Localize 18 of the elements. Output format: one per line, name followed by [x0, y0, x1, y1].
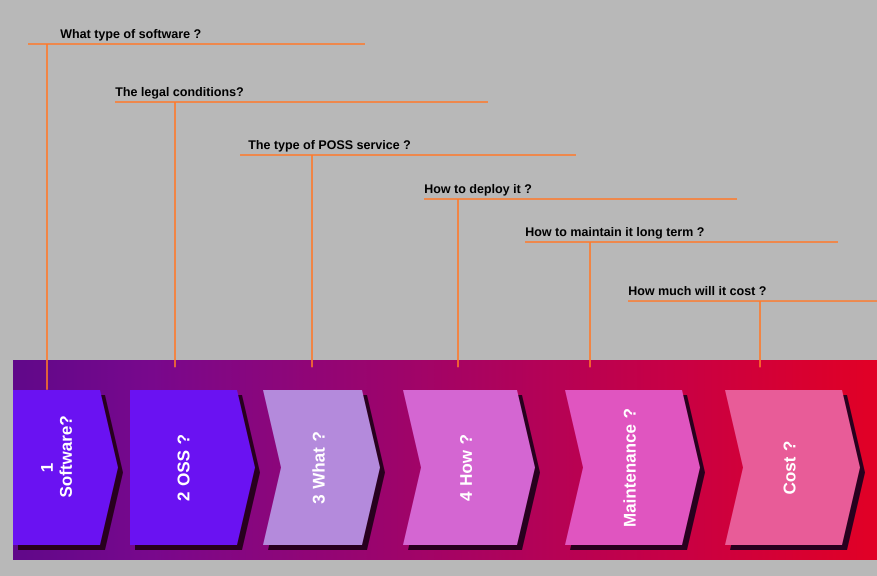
question-text: What type of software ?: [60, 28, 200, 41]
leader-line: [759, 301, 761, 368]
leader-line: [311, 155, 313, 368]
chevron-step: 3 What ?: [263, 390, 385, 550]
question-text: How to deploy it ?: [425, 184, 532, 196]
chevron-step: 4 How ?: [403, 390, 540, 550]
leader-line: [46, 44, 48, 390]
question-text: The legal conditions?: [115, 86, 243, 99]
question-text: How much will it cost ?: [629, 286, 766, 296]
chevron-step: Maintenance ?: [565, 390, 705, 550]
leader-line: [457, 199, 459, 368]
chevron-step: 1 Software?: [13, 390, 123, 550]
chevron-step: Cost ?: [725, 390, 866, 550]
leader-line: [589, 242, 591, 368]
leader-line: [174, 102, 176, 368]
question-text: How to maintain it long term ?: [526, 226, 704, 239]
question-text: The type of POSS service ?: [248, 140, 410, 152]
chevron-step: 2 OSS ?: [130, 390, 260, 550]
